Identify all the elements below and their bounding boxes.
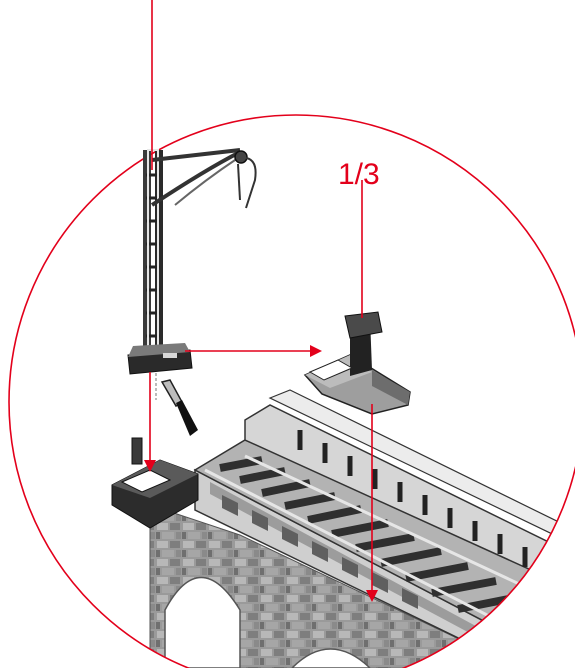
ratio-callout-label: 1/3 bbox=[338, 158, 380, 191]
detail-circle bbox=[8, 114, 575, 668]
assembly-arrows bbox=[144, 0, 378, 602]
knife-tool-icon bbox=[155, 373, 198, 436]
mast-base-adapter-icon bbox=[303, 311, 411, 415]
catenary-mast-icon bbox=[127, 148, 257, 375]
viaduct-bridge-icon bbox=[111, 389, 575, 668]
bridge-mounting-bracket bbox=[111, 437, 199, 529]
